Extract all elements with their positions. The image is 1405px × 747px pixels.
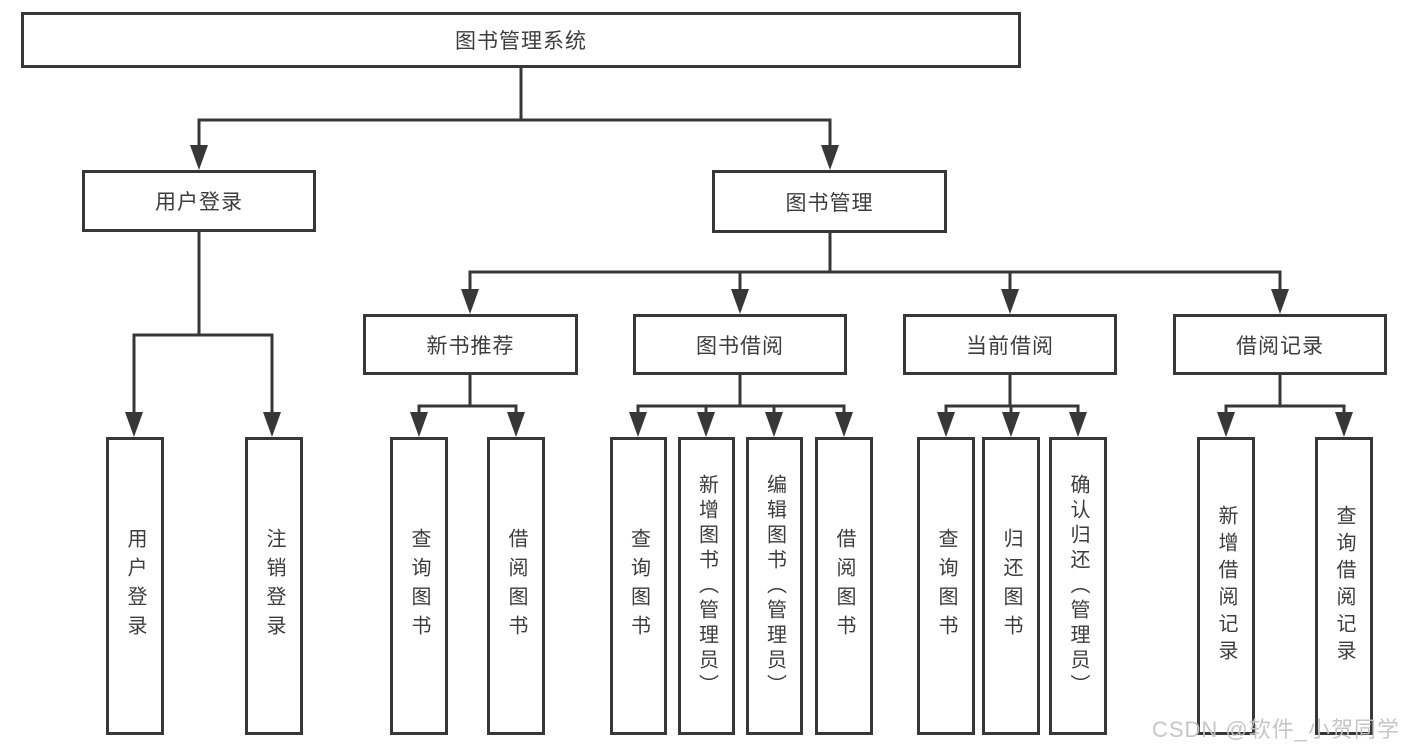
node-leaf-query-book-1: 查询图书: [390, 437, 448, 735]
node-label: 图书管理: [785, 191, 874, 215]
node-label: 图书借阅: [696, 334, 784, 358]
node-library-management-system: 图书管理系统: [21, 12, 1021, 68]
node-leaf-return-book: 归还图书: [982, 437, 1040, 735]
node-leaf-query-book-2: 查询图书: [610, 437, 667, 735]
node-label: 用户登录: [124, 528, 146, 644]
node-label: 新增借阅记录: [1215, 505, 1237, 667]
node-current-borrowing: 当前借阅: [903, 314, 1117, 375]
node-label: 确认归还（管理员）: [1067, 473, 1089, 699]
node-label: 用户登录: [155, 191, 243, 214]
node-label: 编辑图书（管理员）: [763, 473, 786, 699]
node-label: 查询借阅记录: [1333, 505, 1355, 667]
node-label: 借阅记录: [1236, 334, 1324, 358]
node-leaf-edit-book-admin: 编辑图书（管理员）: [746, 437, 803, 735]
node-leaf-borrow-book-1: 借阅图书: [487, 437, 545, 735]
csdn-watermark: CSDN @软件_小贺同学: [1151, 717, 1400, 742]
node-label: 图书管理系统: [455, 30, 587, 53]
node-label: 借阅图书: [833, 528, 855, 644]
node-leaf-borrow-book-2: 借阅图书: [815, 437, 873, 735]
node-new-book-recommend: 新书推荐: [363, 314, 578, 375]
node-label: 注销登录: [263, 528, 285, 644]
node-leaf-query-book-3: 查询图书: [917, 437, 975, 735]
node-borrow-records: 借阅记录: [1173, 314, 1387, 375]
node-book-borrowing: 图书借阅: [633, 314, 847, 375]
node-leaf-add-borrow-record: 新增借阅记录: [1197, 437, 1255, 735]
node-leaf-logout: 注销登录: [245, 437, 303, 735]
node-label: 查询图书: [627, 528, 650, 644]
node-label: 新增图书（管理员）: [695, 473, 718, 699]
node-leaf-query-borrow-record: 查询借阅记录: [1315, 437, 1373, 735]
node-label: 当前借阅: [966, 334, 1054, 358]
node-label: 查询图书: [408, 528, 430, 644]
node-label: 查询图书: [935, 528, 957, 644]
node-label: 归还图书: [1000, 528, 1022, 644]
node-label: 新书推荐: [426, 334, 515, 358]
node-book-management: 图书管理: [712, 170, 947, 233]
node-user-login: 用户登录: [82, 170, 316, 232]
node-leaf-add-book-admin: 新增图书（管理员）: [678, 437, 735, 735]
node-label: 借阅图书: [505, 528, 527, 644]
node-leaf-user-login: 用户登录: [106, 437, 164, 735]
node-leaf-confirm-return-admin: 确认归还（管理员）: [1049, 437, 1107, 735]
